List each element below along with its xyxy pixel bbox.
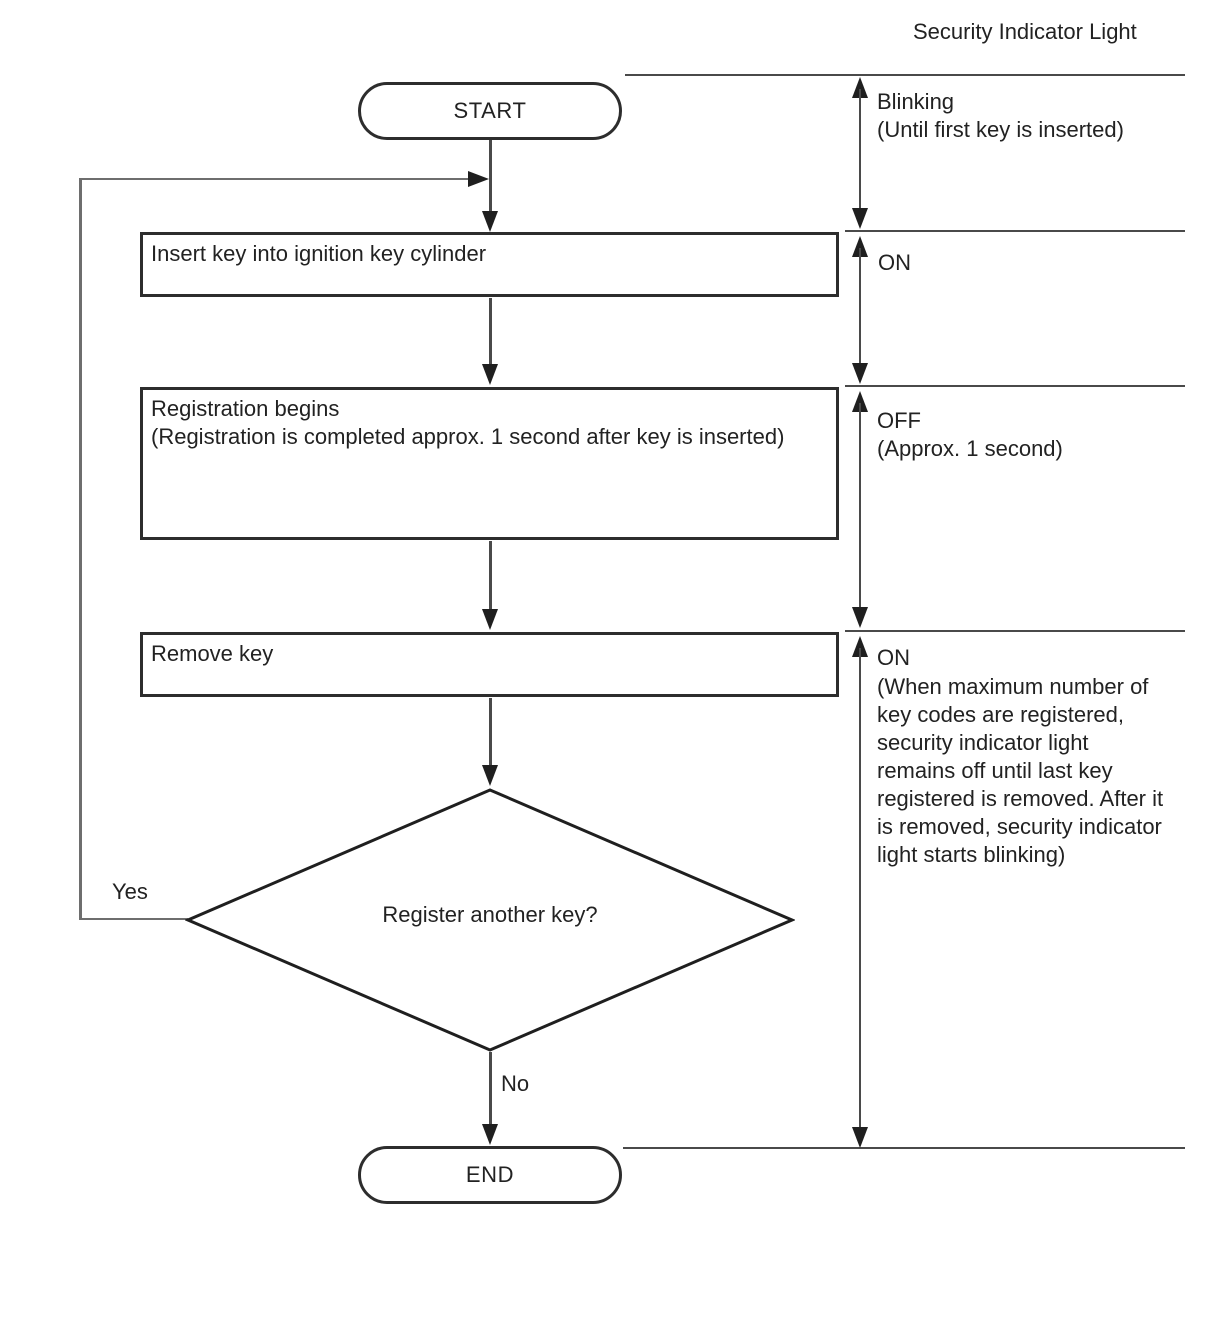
arrowhead-down-icon bbox=[482, 1124, 498, 1145]
timeline-segment-arrow-on-final bbox=[852, 636, 868, 1148]
connector-step3-to-decision bbox=[489, 698, 492, 767]
arrowhead-down-icon bbox=[482, 765, 498, 786]
arrowhead-down-icon bbox=[852, 607, 868, 628]
timeline-segment-line bbox=[858, 403, 862, 616]
timeline-separator-line bbox=[845, 230, 1185, 232]
segment-note-line: remains off until last key bbox=[877, 758, 1113, 783]
timeline-segment-line bbox=[858, 248, 862, 372]
loop-line-vertical bbox=[79, 179, 82, 920]
loop-line-top bbox=[79, 178, 469, 180]
decision-label: Register another key? bbox=[382, 902, 598, 927]
connector-decision-to-end bbox=[489, 1052, 492, 1126]
loop-line-bottom bbox=[80, 918, 188, 920]
end-terminal: END bbox=[358, 1146, 622, 1204]
no-branch-label: No bbox=[501, 1071, 530, 1096]
connector-step1-to-step2 bbox=[489, 298, 492, 366]
segment-note: (Approx. 1 second) bbox=[877, 436, 1063, 461]
timeline-separator-line bbox=[845, 385, 1185, 387]
step-label-line2: (Registration is completed approx. 1 sec… bbox=[151, 424, 785, 449]
connector-step2-to-step3 bbox=[489, 541, 492, 611]
segment-note-line: (When maximum number of bbox=[877, 674, 1149, 699]
arrowhead-down-icon bbox=[482, 364, 498, 385]
step-box-registration: Registration begins (Registration is com… bbox=[140, 387, 839, 540]
arrowhead-up-icon bbox=[852, 391, 868, 412]
arrowhead-right-icon bbox=[468, 171, 489, 187]
step-label: Insert key into ignition key cylinder bbox=[151, 241, 487, 266]
segment-state-label: OFF bbox=[877, 408, 921, 433]
arrowhead-down-icon bbox=[482, 609, 498, 630]
step-label-line1: Registration begins bbox=[151, 396, 340, 421]
arrowhead-down-icon bbox=[852, 208, 868, 229]
timeline-segment-arrow-off bbox=[852, 391, 868, 628]
start-terminal: START bbox=[358, 82, 622, 140]
timeline-segment-arrow-on bbox=[852, 236, 868, 384]
step-label: Remove key bbox=[151, 641, 274, 666]
segment-note-line: key codes are registered, bbox=[877, 702, 1125, 727]
timeline-segment-line bbox=[858, 89, 862, 217]
yes-branch-label: Yes bbox=[112, 879, 148, 904]
timeline-segment-line bbox=[858, 648, 862, 1136]
segment-state-label: ON bbox=[877, 645, 910, 670]
step-box-remove-key: Remove key bbox=[140, 632, 839, 697]
segment-note: (When maximum number of key codes are re… bbox=[877, 673, 1197, 869]
segment-note-line: light starts blinking) bbox=[877, 842, 1066, 867]
segment-state-label: ON bbox=[878, 250, 911, 275]
decision-diamond-shape bbox=[185, 788, 795, 1052]
arrowhead-down-icon bbox=[852, 1127, 868, 1148]
timeline-separator-line bbox=[845, 630, 1185, 632]
segment-state-label: Blinking bbox=[877, 89, 955, 114]
step-box-insert-key: Insert key into ignition key cylinder bbox=[140, 232, 839, 297]
arrowhead-up-icon bbox=[852, 77, 868, 98]
arrowhead-down-icon bbox=[852, 363, 868, 384]
connector-start-to-step1 bbox=[489, 140, 492, 215]
arrowhead-up-icon bbox=[852, 636, 868, 657]
arrowhead-up-icon bbox=[852, 236, 868, 257]
segment-note-line: is removed, security indicator bbox=[877, 814, 1162, 839]
decision-diamond bbox=[185, 788, 795, 1052]
arrowhead-down-icon bbox=[482, 211, 498, 232]
timeline-segment-arrow-blinking bbox=[852, 77, 868, 229]
segment-note: (Until first key is inserted) bbox=[877, 117, 1124, 142]
timeline-separator-line bbox=[623, 1147, 1185, 1149]
timeline-separator-line bbox=[625, 74, 1185, 76]
page-title: Security Indicator Light bbox=[913, 19, 1137, 44]
segment-note-line: security indicator light bbox=[877, 730, 1089, 755]
segment-note-line: registered is removed. After it bbox=[877, 786, 1164, 811]
